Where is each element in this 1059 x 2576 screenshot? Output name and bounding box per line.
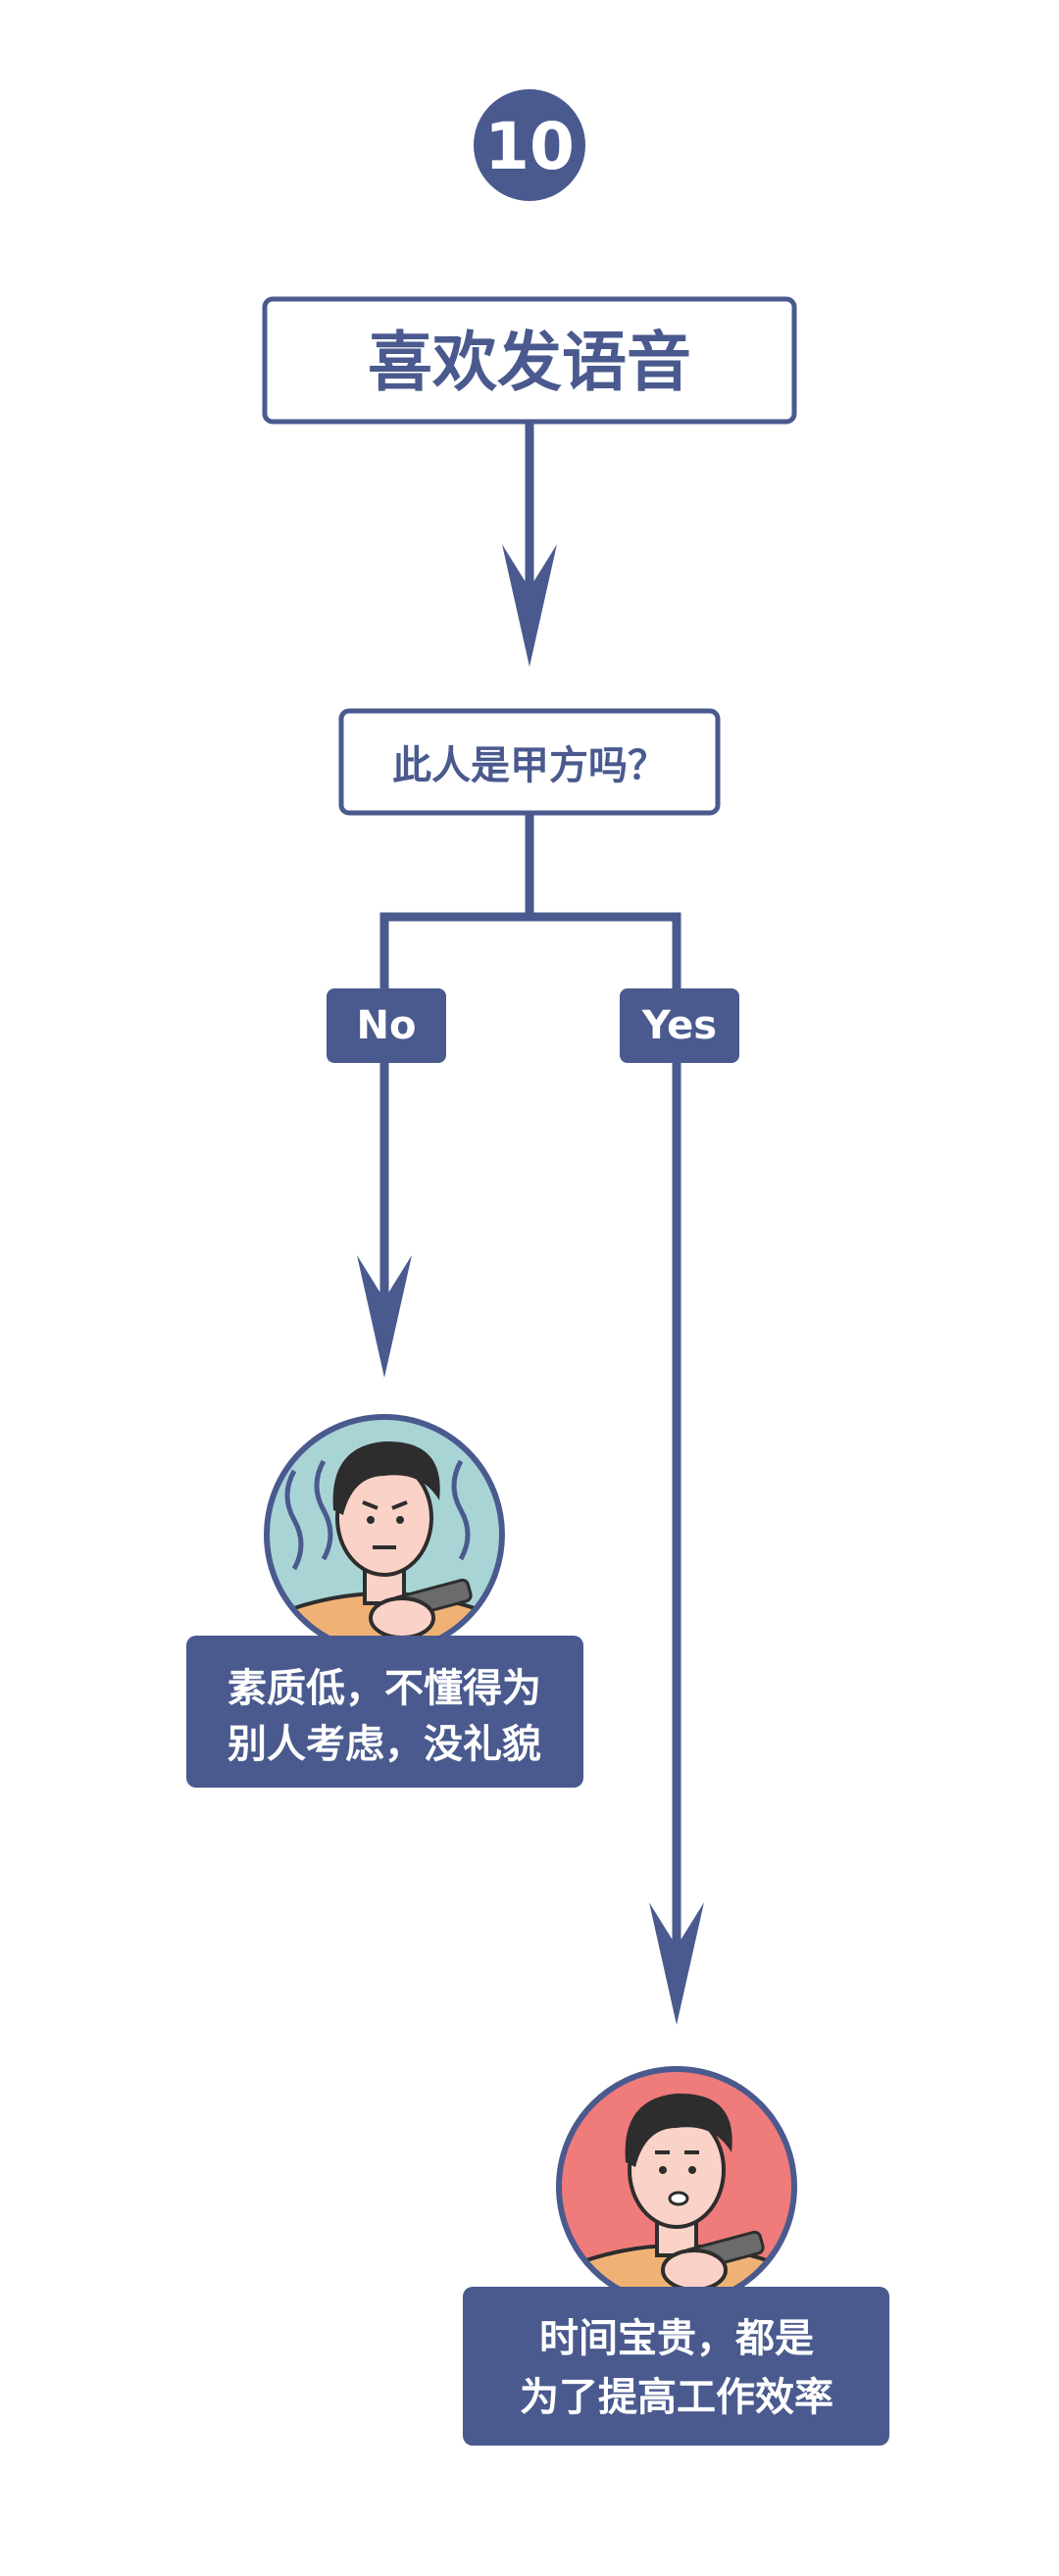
no-outcome-line2: 别人考虑，没礼貌 <box>227 1722 541 1767</box>
branch-connector <box>379 815 681 990</box>
title-text: 喜欢发语音 <box>368 325 691 400</box>
no-outcome-box: 素质低，不懂得为 别人考虑，没礼貌 <box>186 1636 583 1788</box>
yes-outcome-line2: 为了提高工作效率 <box>520 2375 833 2420</box>
no-avatar <box>264 1414 505 1655</box>
arrow-no <box>357 1063 412 1378</box>
step-number: 10 <box>484 109 575 184</box>
yes-label-text: Yes <box>641 1003 717 1048</box>
yes-outcome-line1: 时间宝贵，都是 <box>539 2316 814 2361</box>
yes-outcome-box: 时间宝贵，都是 为了提高工作效率 <box>463 2287 889 2446</box>
yes-label: Yes <box>620 988 739 1063</box>
question-text: 此人是甲方吗？ <box>392 743 667 788</box>
arrow-title-to-question <box>502 424 557 667</box>
yes-avatar <box>556 2066 797 2307</box>
title-box: 喜欢发语音 <box>262 296 797 425</box>
no-outcome-line1: 素质低，不懂得为 <box>227 1666 541 1711</box>
no-label-text: No <box>357 1003 417 1048</box>
question-box: 此人是甲方吗？ <box>338 708 721 816</box>
no-label: No <box>327 988 446 1063</box>
arrow-yes <box>649 1063 704 2025</box>
step-badge: 10 <box>474 89 585 201</box>
